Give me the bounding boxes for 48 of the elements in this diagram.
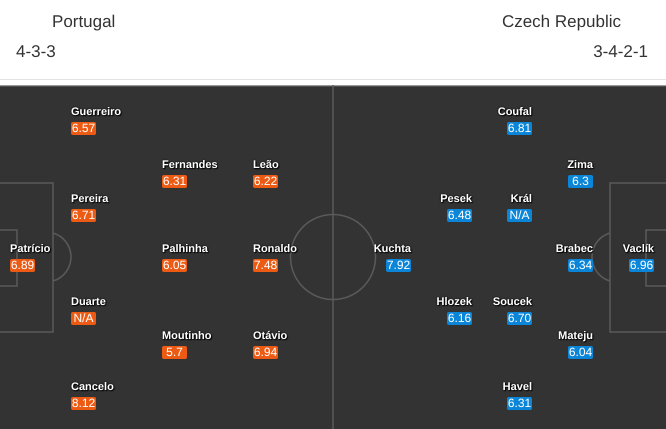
player-name: Otávio: [253, 330, 288, 343]
rating-badge: 6.57: [71, 122, 96, 135]
rating-badge: 6.16: [447, 312, 472, 325]
player-name: Havel: [502, 381, 532, 394]
player-name: Soucek: [492, 296, 532, 309]
rating-badge: N/A: [71, 312, 96, 325]
player-name: Pereira: [71, 193, 108, 206]
rating-badge: 6.31: [507, 397, 532, 410]
team-name: Portugal: [52, 12, 116, 32]
player-name: Pesek: [440, 193, 472, 206]
player-name: Palhinha: [162, 243, 208, 256]
player-name: Leão: [253, 159, 279, 172]
rating-badge: 6.89: [10, 259, 35, 272]
rating-badge: 6.31: [162, 175, 187, 188]
player-name: Vaclík: [622, 243, 654, 256]
player-name: Guerreiro: [71, 106, 122, 119]
rating-badge: 6.71: [71, 209, 96, 222]
formation-label: 4-3-3: [16, 42, 56, 62]
rating-badge: 6.81: [507, 122, 532, 135]
rating-badge: N/A: [507, 209, 532, 222]
player-name: Coufal: [498, 106, 532, 119]
player-name: Patrício: [10, 243, 50, 256]
rating-badge: 6.3: [568, 175, 593, 188]
rating-badge: 6.22: [253, 175, 278, 188]
rating-badge: 6.94: [253, 346, 278, 359]
rating-badge: 6.48: [447, 209, 472, 222]
rating-badge: 7.48: [253, 259, 278, 272]
player-name: Brabec: [556, 243, 593, 256]
rating-badge: 6.05: [162, 259, 187, 272]
player-name: Král: [510, 193, 532, 206]
player-name: Kuchta: [374, 243, 411, 256]
team-name: Czech Republic: [502, 12, 621, 32]
formation-label: 3-4-2-1: [593, 42, 648, 62]
player-name: Zima: [567, 159, 593, 172]
rating-badge: 6.34: [568, 259, 593, 272]
rating-badge: 5.7: [162, 346, 187, 359]
rating-badge: 6.96: [629, 259, 654, 272]
rating-badge: 6.70: [507, 312, 532, 325]
player-name: Duarte: [71, 296, 106, 309]
player-name: Ronaldo: [253, 243, 297, 256]
rating-badge: 7.92: [386, 259, 411, 272]
player-name: Mateju: [558, 330, 593, 343]
player-name: Moutinho: [162, 330, 212, 343]
rating-badge: 6.04: [568, 346, 593, 359]
rating-badge: 8.12: [71, 397, 96, 410]
player-name: Cancelo: [71, 381, 114, 394]
player-name: Fernandes: [162, 159, 218, 172]
player-name: Hlozek: [436, 296, 472, 309]
